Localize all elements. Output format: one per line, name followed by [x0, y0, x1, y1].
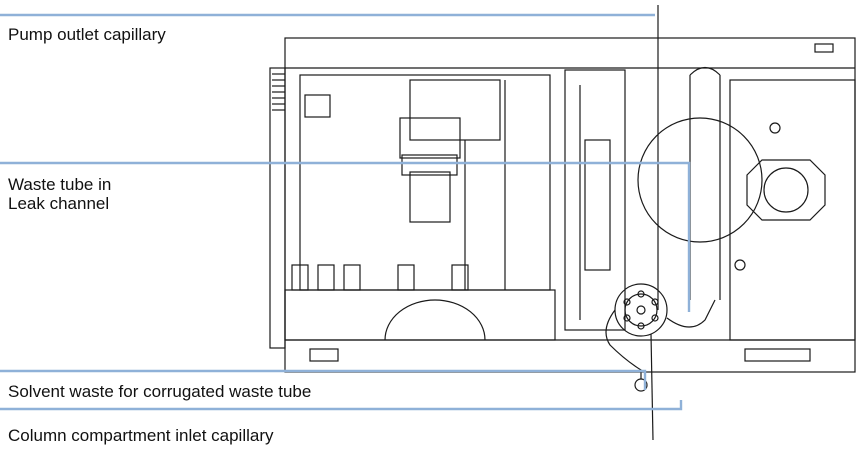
- sample-loop: [637, 117, 763, 243]
- autosampler-device: [269, 5, 856, 441]
- solvent-waste-label: Solvent waste for corrugated waste tube: [8, 382, 311, 401]
- leader-column-inlet: [0, 400, 683, 411]
- front-slot-left: [309, 348, 339, 362]
- status-indicator: [814, 43, 834, 53]
- pump-outlet-text: Pump outlet capillary: [8, 25, 166, 44]
- waste-tube-label: Waste tube in Leak channel: [8, 175, 111, 213]
- waste-tube-text-line2: Leak channel: [8, 194, 110, 213]
- injection-valve: [614, 283, 668, 337]
- solvent-waste-text: Solvent waste for corrugated waste tube: [8, 382, 312, 401]
- leader-solvent-waste: [0, 369, 647, 390]
- column-inlet-label: Column compartment inlet capillary: [8, 426, 274, 445]
- vial-row: [291, 264, 469, 291]
- vent-grille: [269, 67, 286, 349]
- metering-device: [729, 79, 856, 341]
- leader-waste-tube: [0, 161, 691, 312]
- sampling-unit: [299, 74, 551, 291]
- column-inlet-text: Column compartment inlet capillary: [8, 426, 274, 445]
- callout-leaders: [0, 13, 691, 411]
- waste-tube-text-line1: Waste tube in: [8, 175, 112, 194]
- door-frame: [564, 69, 626, 331]
- sample-tray: [284, 289, 556, 341]
- pump-outlet-label: Pump outlet capillary: [8, 25, 166, 44]
- column-inlet-capillary: [650, 333, 654, 441]
- tray-handle: [384, 299, 486, 341]
- front-slot-right: [744, 348, 811, 362]
